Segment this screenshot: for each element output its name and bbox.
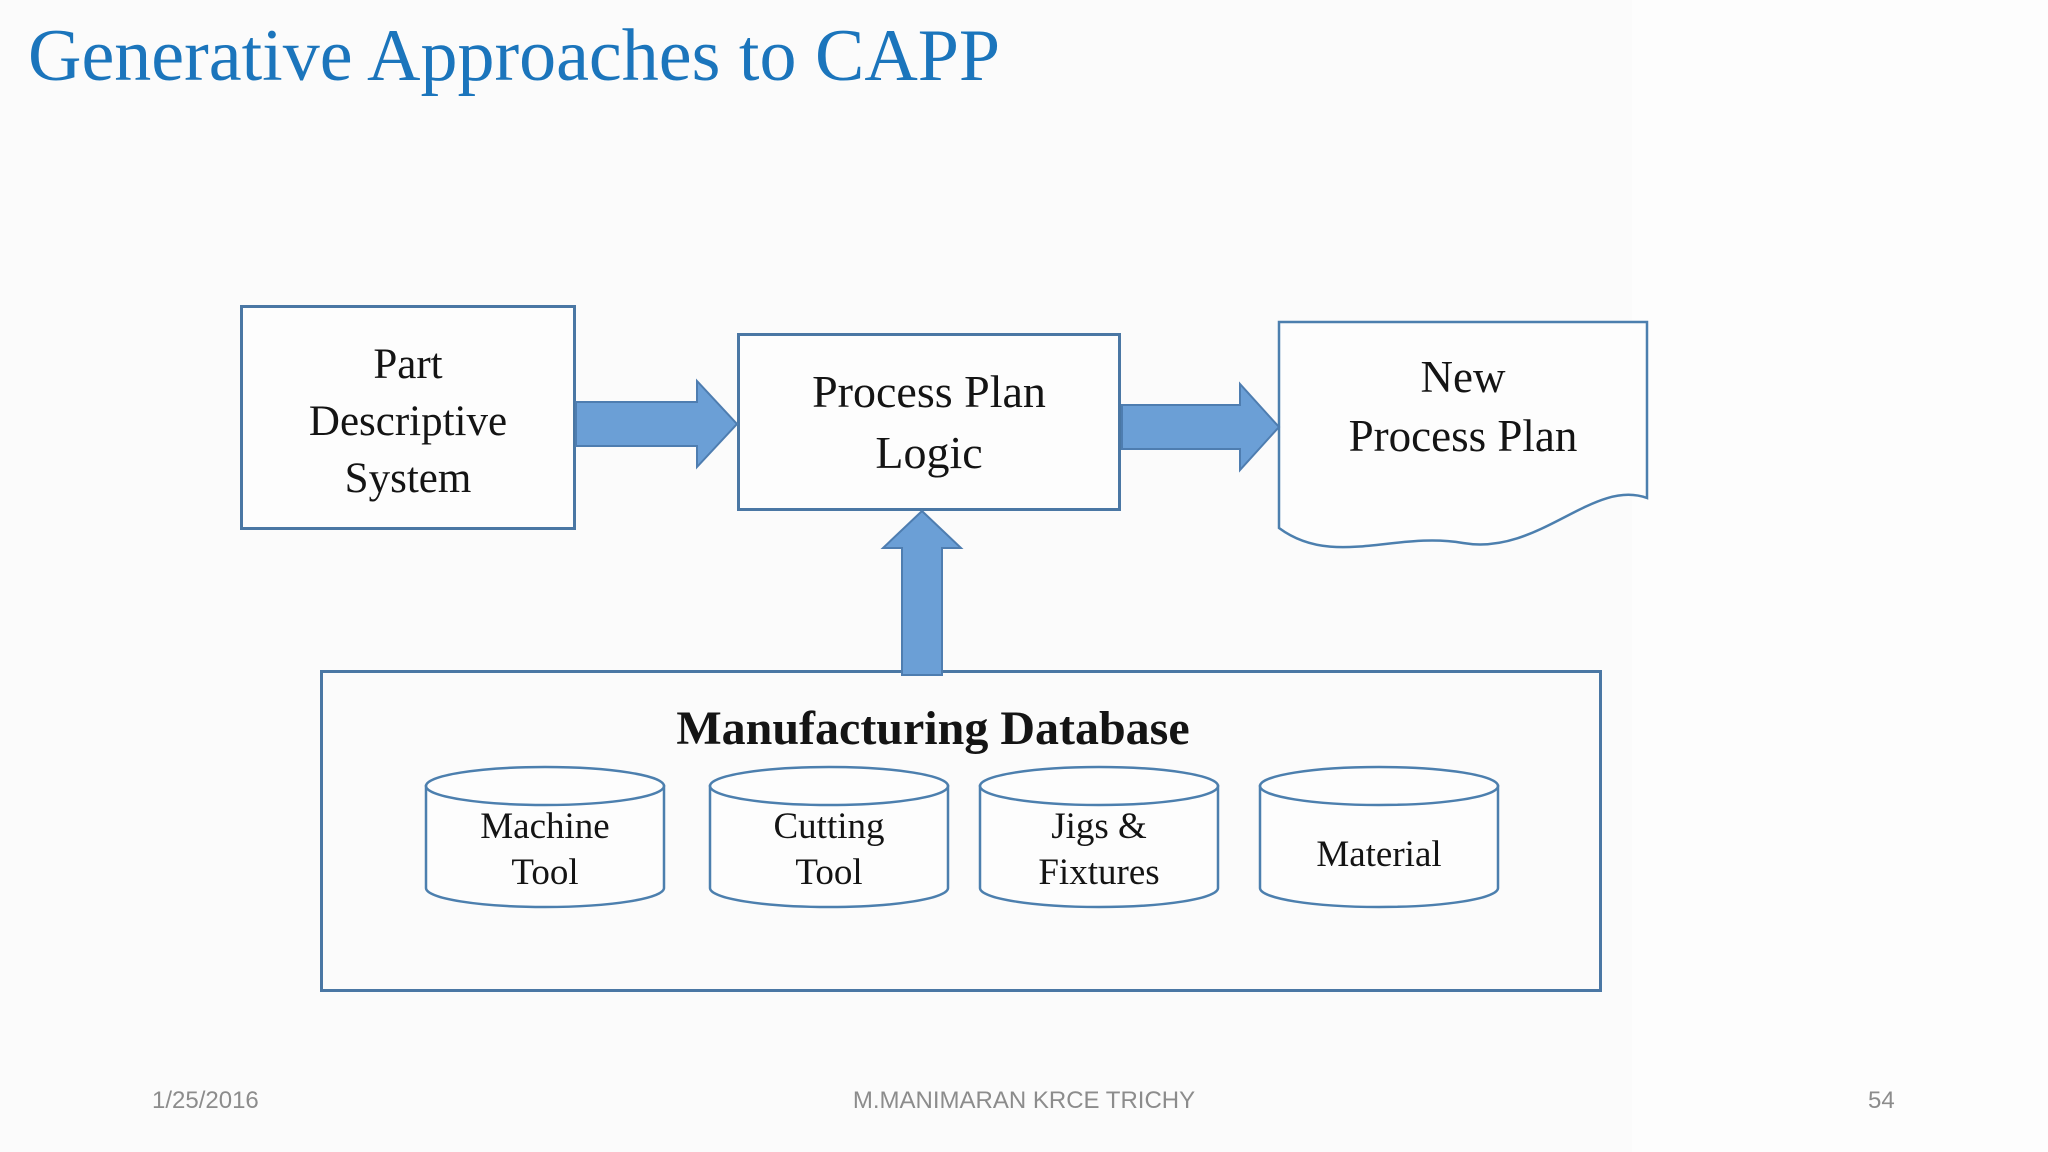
process-plan-logic-box: Process Plan Logic [737,333,1121,511]
up-arrow-icon [880,509,964,676]
box-label-line: System [344,455,472,502]
cylinder-label: Cutting Tool [708,804,950,896]
cylinder-icon [424,765,666,909]
cylinder-label-line: Jigs & [1051,806,1147,847]
footer-page-number: 54 [1868,1087,1895,1114]
cylinder-label-line: Material [1316,834,1442,875]
box-label-line: New [1420,352,1506,402]
jigs-fixtures-database-cylinder: Jigs & Fixtures [978,765,1220,913]
new-process-plan-label: New Process Plan [1277,348,1649,466]
cylinder-label: Machine Tool [424,804,666,896]
box-label-line: Process Plan [1348,411,1578,461]
new-process-plan-document-shape [1277,320,1649,549]
cylinder-label-line: Fixtures [1038,852,1160,893]
box-label-line: Process Plan [812,366,1046,417]
cylinder-label-line: Tool [795,852,863,893]
cylinder-icon [978,765,1220,909]
cylinder-label-line: Tool [511,852,579,893]
cylinder-icon [708,765,950,909]
cutting-tool-database-cylinder: Cutting Tool [708,765,950,913]
cylinder-icon [1258,765,1500,909]
right-letterbox [1632,0,2048,1152]
cylinder-label-line: Cutting [773,806,885,847]
box-label-line: Part [373,341,443,388]
cylinder-label-line: Machine [480,806,610,847]
cylinder-label: Jigs & Fixtures [978,804,1220,896]
right-arrow-icon [1121,381,1281,473]
manufacturing-database-title: Manufacturing Database [676,702,1190,755]
part-descriptive-system-box: Part Descriptive System [240,305,576,530]
footer-date: 1/25/2016 [152,1087,259,1114]
right-arrow-icon [575,378,739,470]
machine-tool-database-cylinder: Machine Tool [424,765,666,913]
box-label-line: Logic [875,427,983,478]
manufacturing-database-container [320,670,1602,992]
box-label-line: Descriptive [308,398,508,445]
slide-title: Generative Approaches to CAPP [28,15,1001,97]
cylinder-label: Material [1258,804,1500,878]
material-database-cylinder: Material [1258,765,1500,913]
slide-footer: 1/25/2016 M.MANIMARAN KRCE TRICHY 54 [0,1086,2048,1126]
footer-author: M.MANIMARAN KRCE TRICHY [852,1087,1196,1114]
